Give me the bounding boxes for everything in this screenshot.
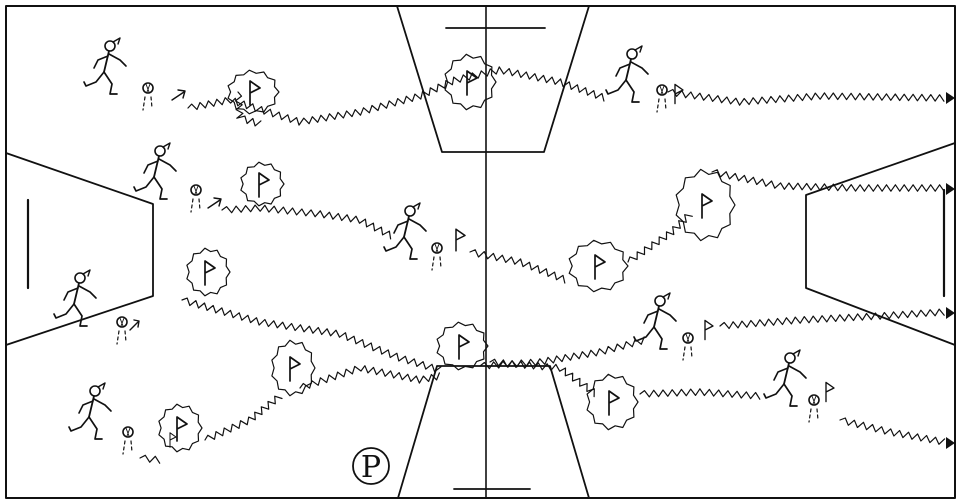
ball-icon [117, 317, 127, 344]
running-player-icon [606, 46, 648, 102]
running-player-icon [634, 293, 676, 349]
flag-markers [159, 54, 735, 452]
running-path [140, 455, 160, 463]
running-path [720, 309, 944, 328]
running-path [490, 359, 594, 396]
ball-icon [143, 83, 153, 110]
flag-icon [459, 335, 469, 359]
small-flags [170, 84, 834, 447]
running-paths [140, 67, 945, 463]
flag-icon [205, 261, 215, 285]
ball-icon [683, 333, 693, 360]
legend-marker: P [353, 448, 389, 485]
flag-icon [177, 417, 187, 441]
flag-icon [826, 382, 834, 401]
flag-icon [259, 173, 269, 197]
running-path [480, 337, 644, 369]
balls [117, 83, 819, 454]
flag-icon [609, 391, 619, 415]
flag-icon [467, 71, 477, 95]
running-path [840, 418, 945, 444]
running-player-icon [764, 350, 806, 406]
flag-icon [456, 229, 465, 251]
running-path [470, 250, 565, 283]
court-boundary [6, 6, 955, 498]
flag-icon [290, 357, 300, 381]
running-player-icon [134, 143, 176, 199]
running-path [222, 205, 391, 239]
running-path [205, 396, 282, 440]
ball-icon [657, 85, 667, 112]
running-player-icon [384, 203, 426, 259]
flag-icon [250, 81, 260, 105]
running-player-icon [84, 38, 126, 94]
ball-icon [191, 185, 201, 212]
flag-icon [170, 433, 176, 447]
ball-icon [432, 243, 442, 270]
flag-icon [702, 194, 712, 218]
flag-icon [595, 255, 605, 279]
right-goal-area [806, 143, 955, 345]
bottom-key [398, 366, 589, 498]
running-player-icon [69, 383, 111, 439]
running-path [640, 389, 760, 399]
legend-letter: P [361, 450, 381, 485]
ball-icon [123, 427, 133, 454]
running-path [668, 90, 944, 106]
running-path [300, 366, 439, 389]
ball-icon [809, 395, 819, 422]
flag-icon [705, 320, 713, 339]
